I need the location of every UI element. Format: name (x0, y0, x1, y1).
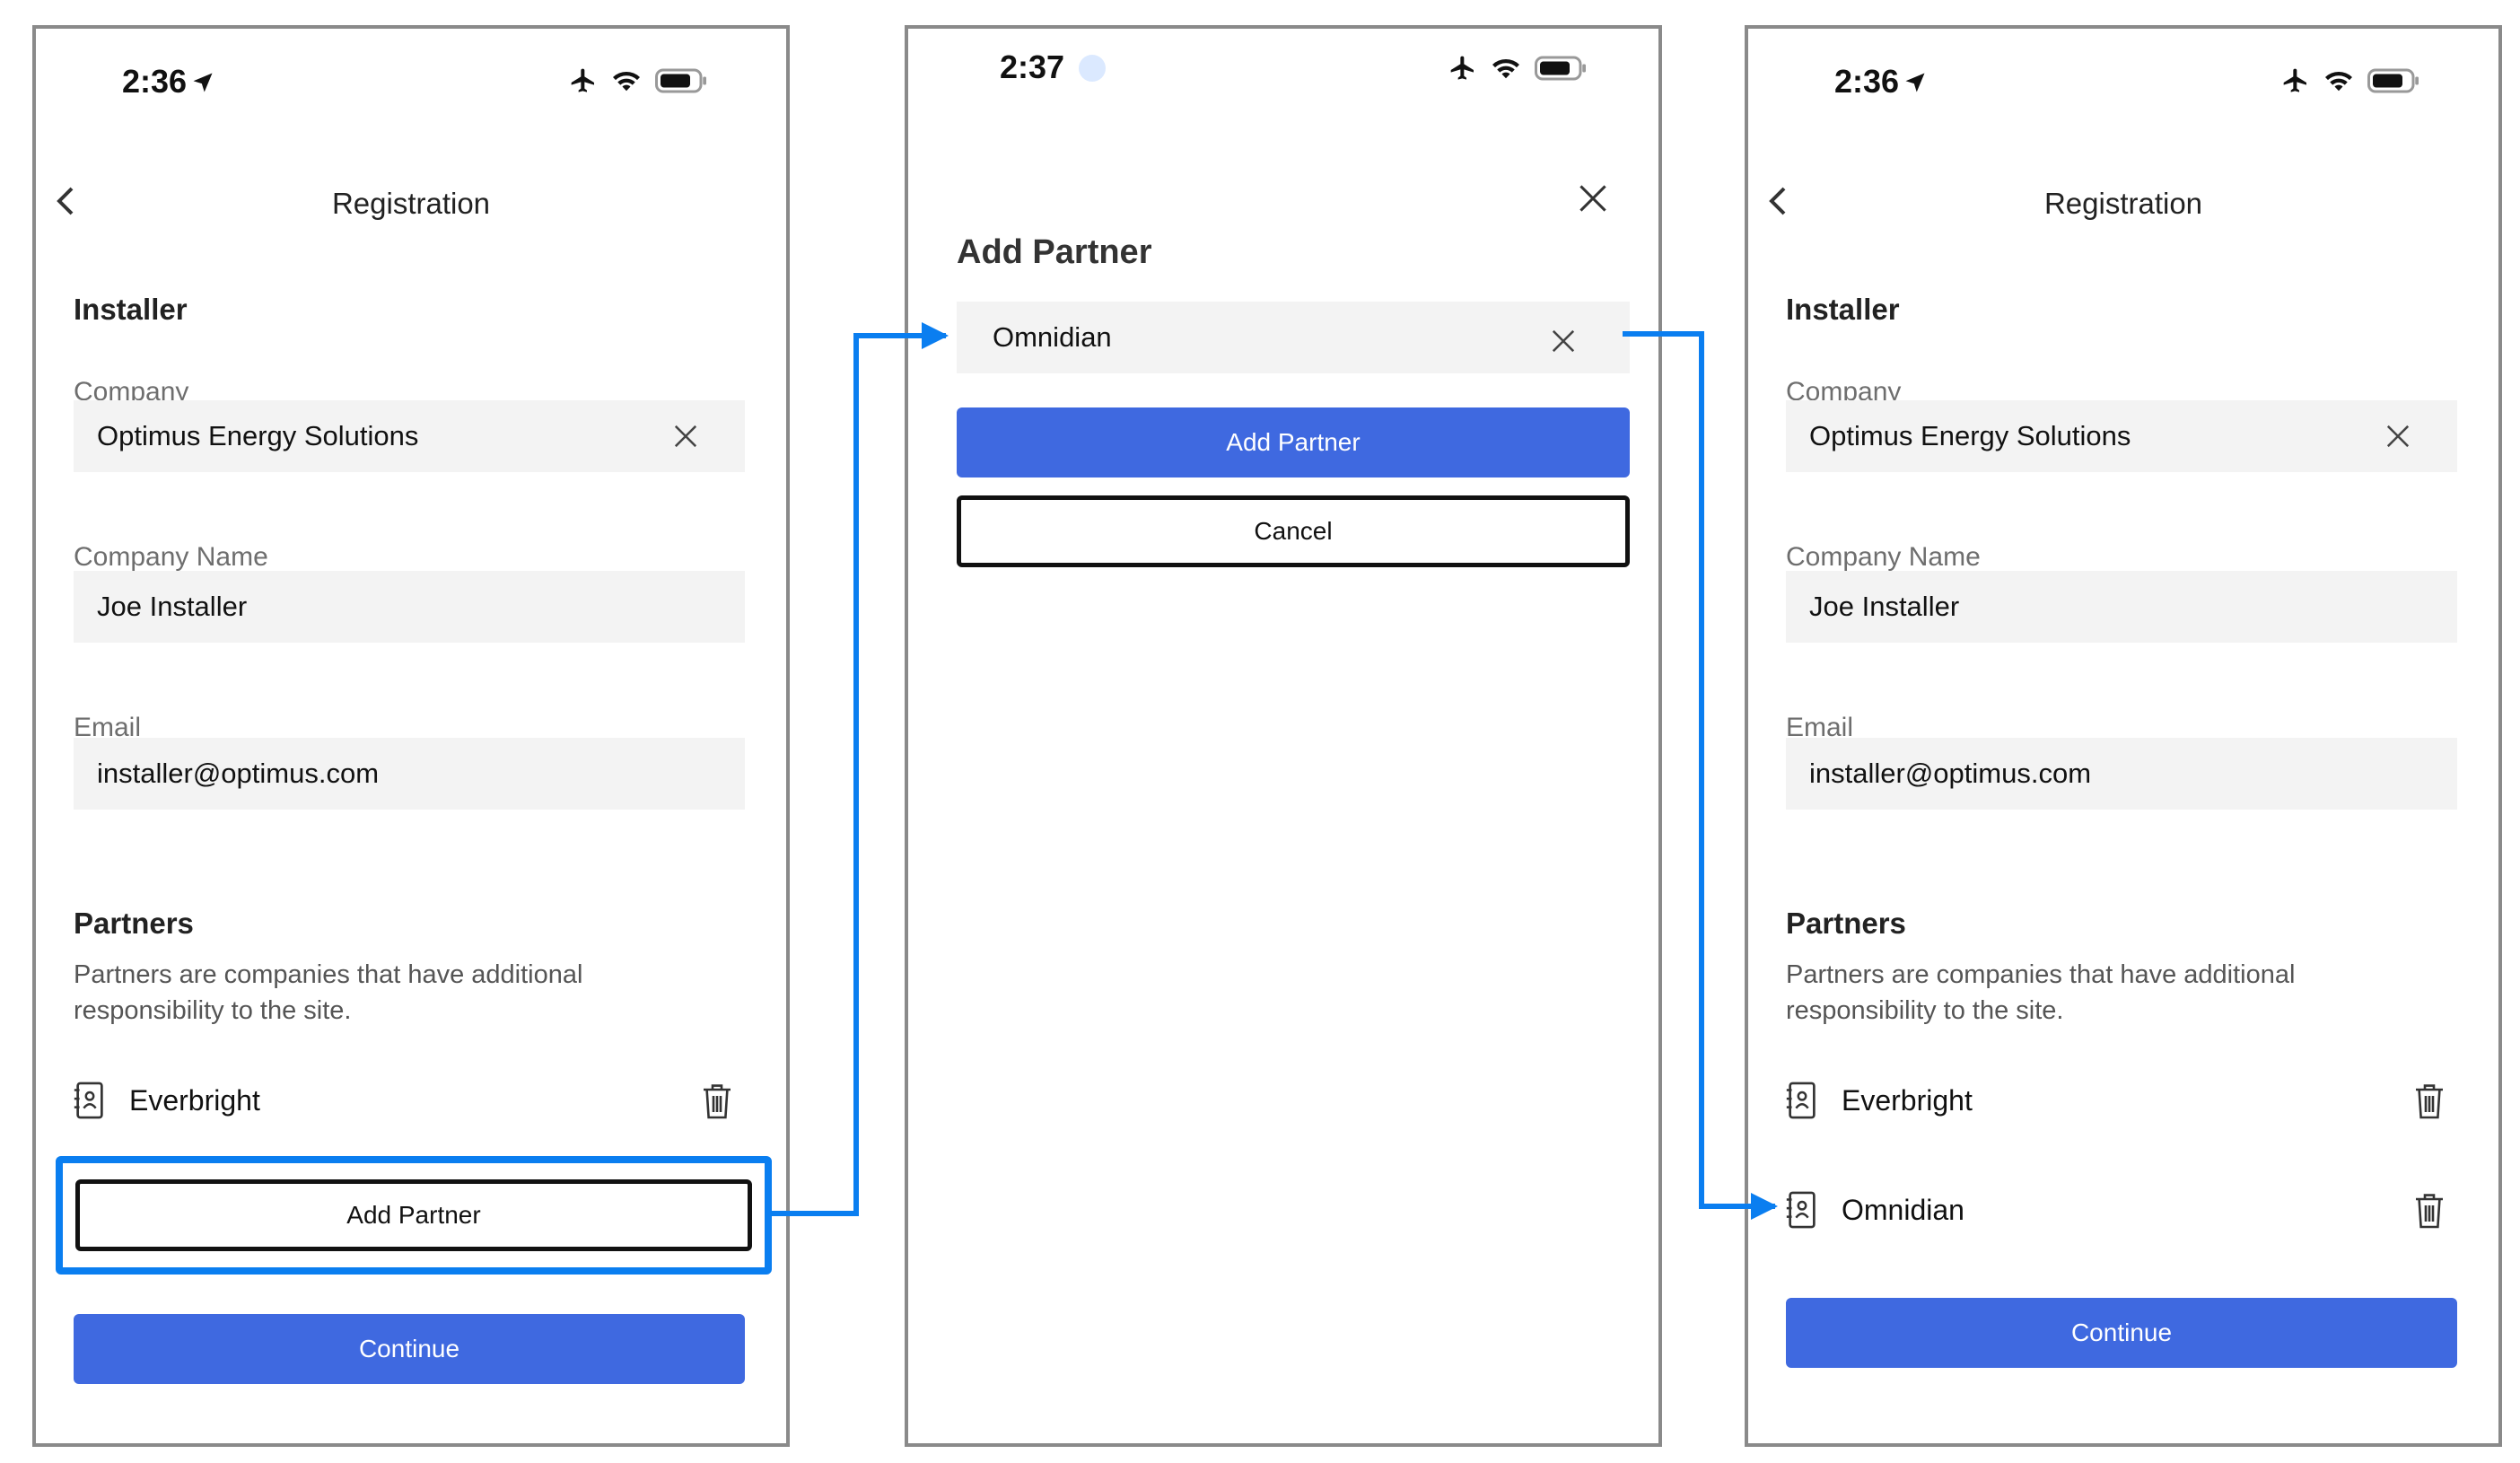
partners-description: Partners are companies that have additio… (74, 960, 583, 1025)
status-icons (569, 66, 709, 95)
company-field[interactable]: Optimus Energy Solutions (1786, 400, 2457, 472)
registration-screen-after: 2:36 Registration Installer Company Opti… (1745, 25, 2502, 1447)
status-icons (1448, 54, 1588, 83)
partner-item: Omnidian (1786, 1183, 2457, 1237)
trash-icon[interactable] (2414, 1192, 2445, 1230)
add-partner-button[interactable]: Add Partner (957, 407, 1630, 477)
location-arrow-icon (193, 73, 213, 92)
email-label: Email (74, 713, 142, 742)
installer-heading: Installer (1786, 293, 1900, 326)
company-name-field[interactable]: Joe Installer (1786, 571, 2457, 643)
company-name-value: Joe Installer (1809, 591, 1960, 622)
partner-name-input[interactable]: Omnidian (957, 302, 1630, 373)
add-partner-modal-screen: 2:37 Add Partner Omnidian Add Partner Ca… (905, 25, 1662, 1447)
status-time: 2:36 (122, 63, 215, 101)
flow-arrow-to-list (1623, 331, 1778, 1220)
registration-screen-before: 2:36 Registration Installer Company Opti… (32, 25, 790, 1447)
continue-button[interactable]: Continue (1786, 1298, 2457, 1368)
partners-heading: Partners (74, 907, 194, 940)
email-label: Email (1786, 713, 1854, 742)
flow-arrow-to-modal (765, 322, 949, 1216)
company-name-value: Joe Installer (97, 591, 248, 622)
partner-item: Everbright (74, 1073, 745, 1127)
page-title: Registration (331, 187, 491, 220)
company-name-label: Company Name (74, 542, 268, 572)
email-field[interactable]: installer@optimus.com (74, 738, 745, 810)
page-title: Registration (2043, 187, 2203, 220)
contact-card-icon (1786, 1191, 1816, 1229)
status-time: 2:37 (1000, 48, 1107, 86)
modal-title: Add Partner (957, 233, 1152, 271)
company-field[interactable]: Optimus Energy Solutions (74, 400, 745, 472)
airplane-icon (571, 68, 594, 92)
email-value: installer@optimus.com (1809, 758, 2092, 789)
company-name-field[interactable]: Joe Installer (74, 571, 745, 643)
installer-heading: Installer (74, 293, 188, 326)
status-time: 2:36 (1834, 63, 1928, 101)
airplane-icon (1450, 56, 1474, 80)
clear-icon[interactable] (2385, 424, 2411, 449)
battery-icon (1535, 56, 1586, 81)
email-value: installer@optimus.com (97, 758, 380, 789)
battery-icon (655, 68, 706, 93)
airplane-icon (2283, 68, 2306, 92)
contact-card-icon (74, 1082, 103, 1119)
wifi-icon (613, 71, 640, 92)
contact-card-icon (1786, 1082, 1816, 1119)
partner-item: Everbright (1786, 1073, 2457, 1127)
wifi-icon (1492, 58, 1519, 79)
email-field[interactable]: installer@optimus.com (1786, 738, 2457, 810)
partner-name: Omnidian (1842, 1193, 1964, 1226)
partners-heading: Partners (1786, 907, 1906, 940)
continue-button[interactable]: Continue (74, 1314, 745, 1384)
clear-icon[interactable] (1551, 329, 1576, 354)
location-arrow-icon (1905, 73, 1925, 92)
close-icon[interactable] (1578, 183, 1608, 214)
wifi-icon (2325, 71, 2352, 92)
company-name-label: Company Name (1786, 542, 1981, 572)
clear-icon[interactable] (673, 424, 698, 449)
company-value: Optimus Energy Solutions (97, 420, 419, 451)
back-chevron-icon[interactable] (54, 185, 75, 217)
trash-icon[interactable] (2414, 1082, 2445, 1120)
company-value: Optimus Energy Solutions (1809, 420, 2131, 451)
partner-name: Everbright (1842, 1083, 1973, 1117)
trash-icon[interactable] (702, 1082, 732, 1120)
status-icons (2281, 66, 2421, 95)
add-partner-button[interactable]: Add Partner (75, 1179, 752, 1251)
back-chevron-icon[interactable] (1766, 185, 1788, 217)
battery-icon (2367, 68, 2419, 93)
partner-input-value: Omnidian (993, 321, 1112, 353)
recording-indicator (1079, 55, 1107, 82)
partner-name: Everbright (129, 1083, 260, 1117)
cancel-button[interactable]: Cancel (957, 495, 1630, 567)
partners-description: Partners are companies that have additio… (1786, 960, 2296, 1025)
